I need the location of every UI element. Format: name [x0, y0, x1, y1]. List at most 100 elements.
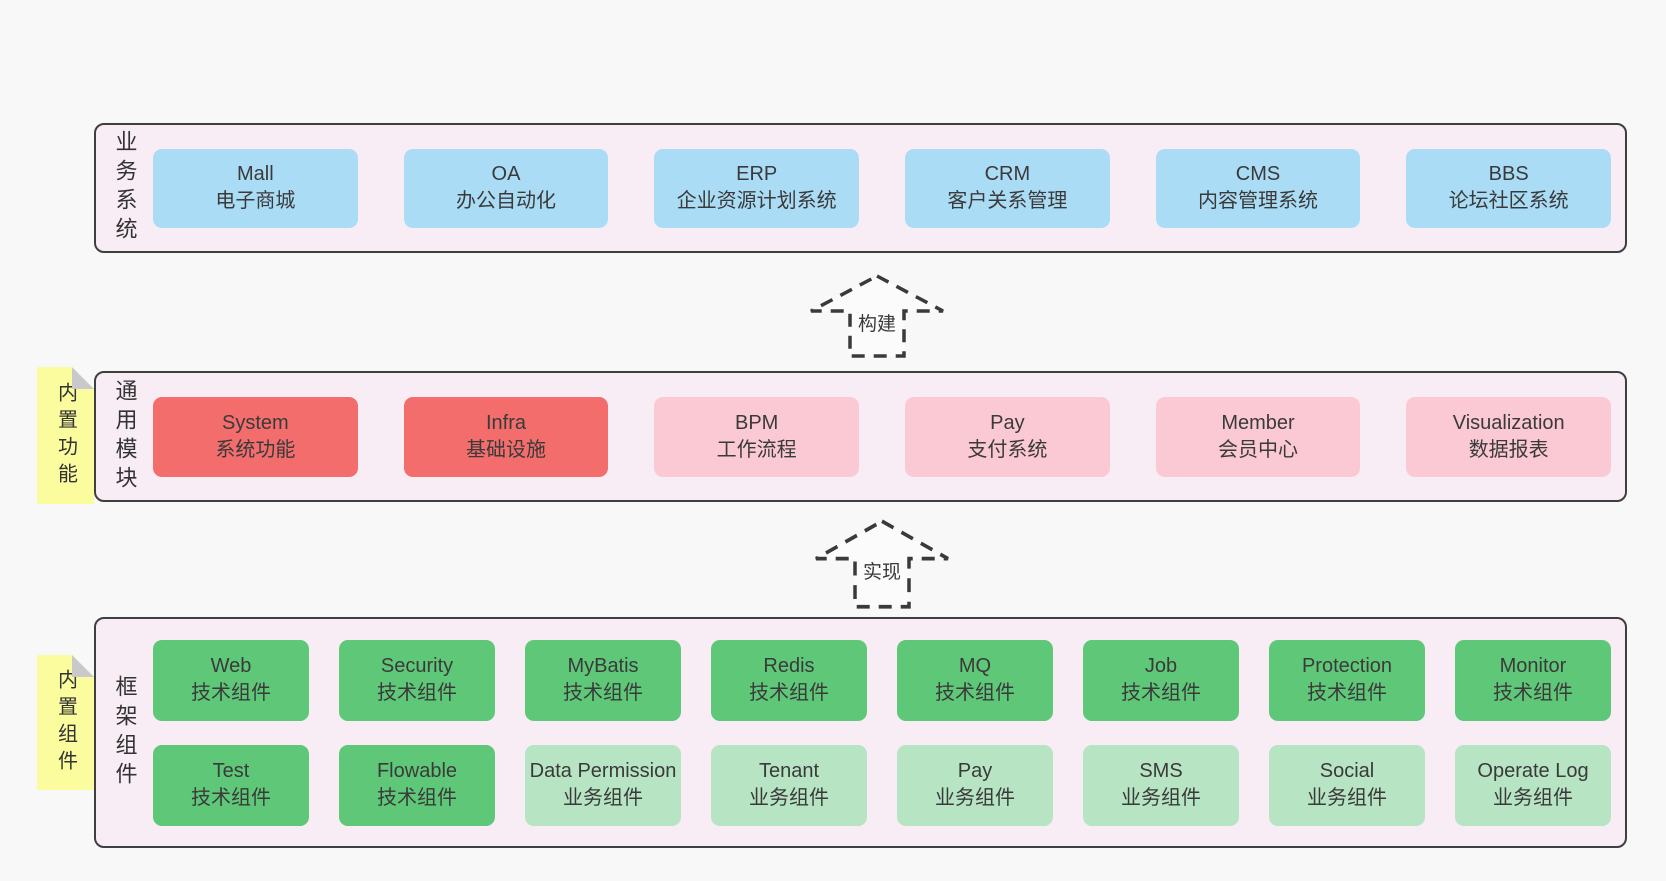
node-web: Web 技术组件 — [153, 639, 309, 721]
components-row-1: Web 技术组件 Security 技术组件 MyBatis 技术组件 Redi… — [153, 639, 1611, 721]
node-subtitle: 技术组件 — [935, 682, 1015, 704]
node-subtitle: 电子商城 — [215, 190, 296, 212]
build-arrow-label: 构建 — [854, 309, 900, 337]
panel-framework-components: 框架组件 Web 技术组件 Security 技术组件 MyBatis 技术组件… — [94, 617, 1627, 848]
node-mq: MQ 技术组件 — [897, 639, 1053, 721]
node-job: Job 技术组件 — [1083, 639, 1239, 721]
node-title: Pay — [990, 411, 1025, 434]
panel-label-text: 通用模块 — [112, 378, 138, 495]
panel-label-text: 框架组件 — [112, 674, 138, 791]
build-arrow: 构建 — [807, 273, 947, 359]
node-title: Monitor — [1499, 655, 1567, 677]
node-bpm: BPM 工作流程 — [654, 396, 860, 477]
node-redis: Redis 技术组件 — [711, 639, 867, 721]
panel-business-systems: 业务系统 Mall 电子商城 OA 办公自动化 ERP 企业资源计划系统 CRM — [94, 123, 1627, 253]
node-mybatis: MyBatis 技术组件 — [525, 639, 681, 721]
business-row: Mall 电子商城 OA 办公自动化 ERP 企业资源计划系统 CRM 客户关系… — [153, 148, 1612, 228]
node-subtitle: 业务组件 — [563, 787, 643, 809]
node-subtitle: 业务组件 — [749, 787, 829, 809]
node-title: Web — [210, 655, 252, 677]
node-subtitle: 数据报表 — [1468, 438, 1549, 461]
panel-common-modules: 通用模块 System 系统功能 Infra 基础设施 BPM 工作流程 Pay — [94, 371, 1627, 502]
node-erp: ERP 企业资源计划系统 — [654, 148, 860, 228]
node-subtitle: 技术组件 — [1121, 682, 1201, 704]
node-infra: Infra 基础设施 — [403, 396, 609, 477]
node-social: Social 业务组件 — [1269, 744, 1425, 826]
node-oa: OA 办公自动化 — [403, 148, 609, 228]
node-subtitle: 论坛社区系统 — [1448, 190, 1569, 212]
node-title: Test — [212, 760, 250, 782]
node-flowable: Flowable 技术组件 — [339, 744, 495, 826]
sticky-label: 内置功能 — [54, 381, 77, 490]
node-title: CRM — [984, 163, 1031, 185]
panel-label-business: 业务系统 — [96, 130, 153, 246]
node-title: Pay — [957, 760, 993, 782]
node-operate-log: Operate Log 业务组件 — [1455, 744, 1611, 826]
node-subtitle: 业务组件 — [935, 787, 1015, 809]
node-pay-business: Pay 业务组件 — [897, 744, 1053, 826]
node-title: ERP — [736, 163, 778, 185]
node-title: Flowable — [376, 760, 458, 782]
node-title: Redis — [763, 655, 815, 677]
node-subtitle: 工作流程 — [716, 438, 797, 461]
node-subtitle: 技术组件 — [191, 787, 271, 809]
node-title: BPM — [735, 411, 779, 434]
panel-label-text: 业务系统 — [112, 130, 138, 246]
node-title: System — [221, 411, 289, 434]
components-row-2: Test 技术组件 Flowable 技术组件 Data Permission … — [153, 744, 1611, 826]
implement-arrow-label: 实现 — [859, 556, 905, 584]
sticky-fold-icon — [72, 655, 94, 677]
node-test: Test 技术组件 — [153, 744, 309, 826]
node-title: Mall — [237, 163, 274, 185]
modules-row: System 系统功能 Infra 基础设施 BPM 工作流程 Pay 支付系统… — [153, 396, 1612, 477]
sticky-fold-icon — [72, 367, 94, 389]
node-sms: SMS 业务组件 — [1083, 744, 1239, 826]
sticky-label: 内置组件 — [54, 668, 77, 777]
node-title: CMS — [1235, 163, 1281, 185]
node-subtitle: 技术组件 — [1493, 682, 1573, 704]
node-subtitle: 业务组件 — [1493, 787, 1573, 809]
node-subtitle: 系统功能 — [215, 438, 296, 461]
node-title: Member — [1221, 411, 1295, 434]
node-mall: Mall 电子商城 — [153, 148, 358, 228]
node-title: Tenant — [758, 760, 820, 782]
node-subtitle: 支付系统 — [967, 438, 1048, 461]
node-visualization: Visualization 数据报表 — [1406, 396, 1612, 477]
node-title: MyBatis — [567, 655, 639, 677]
node-subtitle: 技术组件 — [1307, 682, 1387, 704]
node-title: Visualization — [1452, 411, 1565, 434]
node-security: Security 技术组件 — [339, 639, 495, 721]
node-subtitle: 技术组件 — [563, 682, 643, 704]
node-title: MQ — [958, 655, 992, 677]
node-subtitle: 技术组件 — [377, 787, 457, 809]
node-title: BBS — [1488, 163, 1529, 185]
node-subtitle: 企业资源计划系统 — [676, 190, 837, 212]
node-subtitle: 基础设施 — [466, 438, 546, 461]
node-subtitle: 客户关系管理 — [947, 190, 1068, 212]
sticky-note-builtin-components: 内置组件 — [37, 655, 94, 790]
node-subtitle: 技术组件 — [191, 682, 271, 704]
node-title: Job — [1144, 655, 1178, 677]
implement-arrow: 实现 — [812, 518, 952, 610]
node-pay: Pay 支付系统 — [905, 396, 1110, 477]
node-title: Security — [380, 655, 454, 677]
node-cms: CMS 内容管理系统 — [1155, 148, 1361, 228]
node-subtitle: 会员中心 — [1218, 438, 1299, 461]
node-title: SMS — [1139, 760, 1183, 782]
node-crm: CRM 客户关系管理 — [905, 148, 1110, 228]
node-protection: Protection 技术组件 — [1269, 639, 1425, 721]
node-subtitle: 业务组件 — [1121, 787, 1201, 809]
node-monitor: Monitor 技术组件 — [1455, 639, 1611, 721]
panel-label-modules: 通用模块 — [96, 379, 153, 495]
node-data-permission: Data Permission 业务组件 — [525, 744, 681, 826]
node-title: Infra — [485, 411, 527, 434]
node-title: Data Permission — [529, 760, 677, 782]
node-subtitle: 技术组件 — [377, 682, 457, 704]
node-member: Member 会员中心 — [1155, 396, 1361, 477]
panel-label-components: 框架组件 — [96, 675, 153, 791]
node-bbs: BBS 论坛社区系统 — [1406, 148, 1612, 228]
node-subtitle: 办公自动化 — [456, 190, 556, 212]
node-tenant: Tenant 业务组件 — [711, 744, 867, 826]
node-title: Operate Log — [1477, 760, 1589, 782]
